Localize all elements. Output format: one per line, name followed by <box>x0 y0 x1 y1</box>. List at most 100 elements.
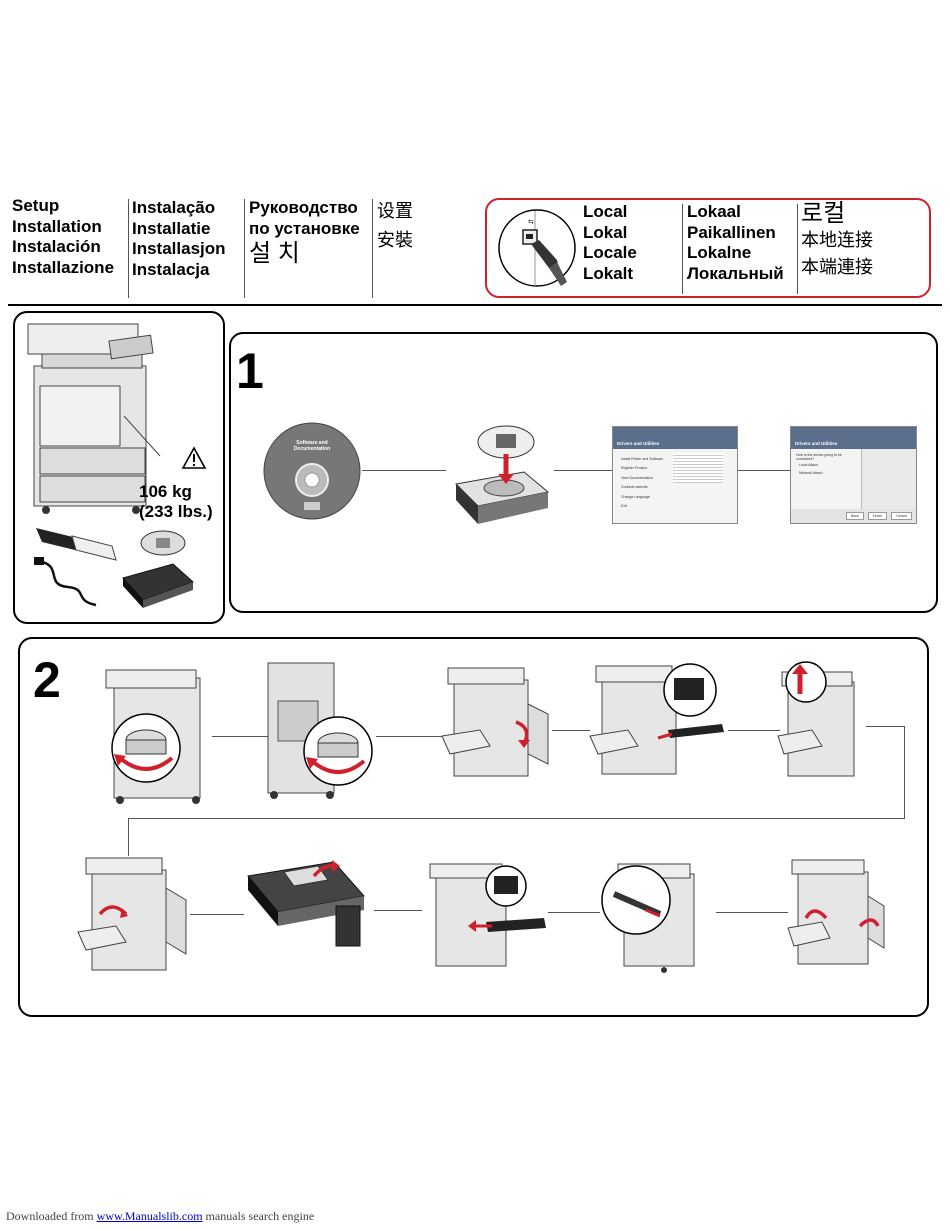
toner-cartridge-illustration <box>36 528 117 561</box>
local-label-sv: Lokalt <box>583 263 634 283</box>
insert-cd-illustration <box>454 425 550 524</box>
local-label-it: Locale <box>583 243 637 262</box>
contents-panel <box>13 311 225 624</box>
connector-line <box>190 914 244 915</box>
local-label-ru: Локальный <box>687 263 784 283</box>
printer-illustration <box>27 323 161 514</box>
screen-1-menu: Install Printer and Software Register Pr… <box>621 455 663 511</box>
footer-suffix: manuals search engine <box>205 1209 315 1223</box>
divider <box>372 199 373 298</box>
connector-line <box>374 910 422 911</box>
menu-item-register: Register Product <box>621 466 648 471</box>
local-label-en: Local <box>583 202 628 221</box>
connector-line <box>716 912 788 913</box>
cd-sleeve-icon <box>140 530 186 556</box>
header-title-no: Installasjon <box>132 239 226 258</box>
imaging-unit-illustration <box>122 563 194 608</box>
close-doors-illustration <box>787 859 885 965</box>
menu-item-exit: Exit <box>621 504 627 509</box>
divider <box>128 199 129 298</box>
step-2-number: 2 <box>33 652 61 708</box>
header-rule <box>8 304 942 306</box>
back-button: Back <box>845 512 864 520</box>
connector-line <box>376 736 442 737</box>
header-title-en: Setup <box>12 196 60 215</box>
connector-line <box>554 470 612 471</box>
screen-1-description <box>673 453 723 483</box>
warning-icon <box>181 446 207 469</box>
unlock-wheel-front-illustration <box>105 669 201 804</box>
header-title-pt: Instalação <box>132 198 216 217</box>
cancel-button: Cancel <box>891 512 912 520</box>
header-col-4: 设置 安裝 <box>377 197 413 255</box>
step-1-panel <box>229 332 938 613</box>
local-label-ko: 로컬 <box>801 200 846 227</box>
local-col-2: Lokaal Paikallinen Lokalne Локальный <box>687 202 784 284</box>
header-title-zh-cn: 设置 <box>377 201 413 221</box>
weight-lbs: (233 lbs.) <box>139 502 213 521</box>
connector-line <box>128 818 129 856</box>
connector-line <box>866 726 904 727</box>
header-title-ru-2: по установке <box>249 218 360 238</box>
cd-label: Software and Documentation <box>293 440 331 452</box>
power-cord-illustration <box>34 557 97 607</box>
menu-item-install: Install Printer and Software <box>621 457 664 461</box>
weight-kg: 106 kg <box>139 482 192 501</box>
connector-line <box>904 726 905 818</box>
header-col-2: Instalação Installatie Installasjon Inst… <box>132 198 226 280</box>
screen-2-question: How is the device going to be connected? <box>796 453 842 461</box>
connector-line <box>548 912 600 913</box>
header-title-zh-tw: 安裝 <box>377 230 413 250</box>
footer: Downloaded from www.Manualslib.com manua… <box>6 1209 314 1224</box>
remove-tape-illustration <box>601 863 695 973</box>
manualslib-link[interactable]: www.Manualslib.com <box>96 1209 203 1223</box>
divider <box>244 199 245 298</box>
step-2-panel <box>18 637 929 1017</box>
header-title-es: Instalación <box>12 237 101 256</box>
screen-2-title: Drivers and Utilities <box>791 427 916 449</box>
header-col-1: Setup Installation Instalación Installaz… <box>12 196 114 278</box>
connector-line <box>552 730 590 731</box>
svg-text:⇆: ⇆ <box>528 219 534 226</box>
open-side-door-illustration <box>441 667 549 777</box>
drivers-utilities-screen-2: Drivers and Utilities How is the device … <box>790 426 917 524</box>
remove-packing-illustration <box>589 663 724 775</box>
connection-options: Local Attach Network Attach <box>799 461 823 477</box>
insert-toner-illustration <box>429 863 546 967</box>
local-label-fi: Paikallinen <box>687 222 776 242</box>
screen-2-sidebar <box>861 449 916 509</box>
divider <box>682 204 683 294</box>
screen-1-title: Drivers and Utilities <box>613 427 737 449</box>
footer-prefix: Downloaded from <box>6 1209 94 1223</box>
usb-connection-icon: ⇆ <box>498 209 576 287</box>
screen-2-button-bar: Back Finish Cancel <box>791 509 916 523</box>
local-label-zh-tw: 本端連接 <box>801 257 873 277</box>
header-title-pl: Instalacja <box>132 259 210 279</box>
open-front-door-illustration <box>77 857 187 971</box>
connector-line <box>728 730 780 731</box>
menu-item-language: Change Language <box>621 494 650 499</box>
local-label-nl: Lokaal <box>687 202 741 221</box>
header-title-it: Installazione <box>12 257 115 277</box>
header-title-fr: Installation <box>12 216 102 236</box>
connector-line <box>362 470 446 471</box>
option-local-attach: Local Attach <box>799 463 819 467</box>
option-network-attach: Network Attach <box>799 471 823 475</box>
header-title-nl: Installatie <box>132 218 211 238</box>
step-1-number: 1 <box>236 343 264 399</box>
header-title-ko: 설 치 <box>249 240 300 267</box>
connector-line <box>212 736 268 737</box>
divider <box>797 204 798 294</box>
local-col-3: 로컬 本地连接 本端連接 <box>801 200 873 281</box>
software-cd-icon <box>263 422 361 520</box>
local-label-zh-cn: 本地连接 <box>801 230 873 250</box>
local-label-de: Lokal <box>583 222 628 242</box>
menu-item-contacts: Contacts website <box>621 485 648 490</box>
connector-line <box>738 470 790 471</box>
unlock-wheel-rear-illustration <box>267 662 373 799</box>
local-label-pl: Lokalne <box>687 243 752 262</box>
lift-handle-illustration <box>777 661 855 777</box>
printer-weight: 106 kg (233 lbs.) <box>139 482 213 522</box>
drivers-utilities-screen-1: Drivers and Utilities Install Printer an… <box>612 426 738 524</box>
menu-item-documentation: View Documentation <box>621 475 654 480</box>
